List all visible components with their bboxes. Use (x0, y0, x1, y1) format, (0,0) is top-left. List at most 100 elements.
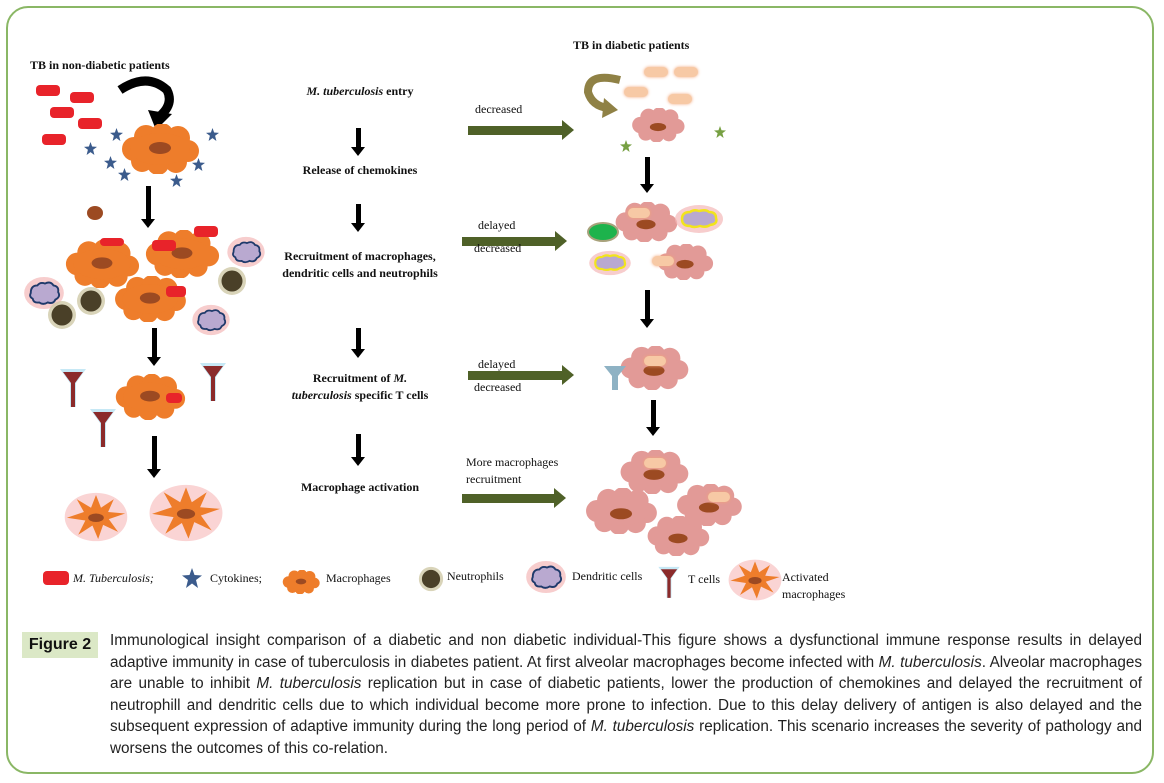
neutrophil-icon (587, 222, 619, 242)
legend-label: Neutrophils (447, 569, 504, 583)
caption-italic-term: M. tuberculosis (878, 653, 982, 671)
step-mtb-entry: M. tuberculosis entry (270, 84, 450, 99)
cytokine-star-icon (192, 158, 205, 171)
dendritic-cell-icon (190, 304, 232, 336)
caption-text: replication but in case of diabetic pati… (110, 675, 1142, 736)
mtb-rod (78, 118, 102, 129)
green-arrow-icon (462, 488, 566, 508)
macrophage-icon (640, 516, 716, 556)
legend-label: T cells (688, 572, 721, 586)
down-arrow-icon (147, 328, 161, 366)
green-arrow-icon (468, 120, 574, 140)
legend-label-line: macrophages (782, 587, 846, 601)
t-cell-legend-icon (654, 566, 684, 602)
arrow-label: recruitment (466, 472, 522, 486)
mtb-rod (152, 240, 176, 251)
step-release-chemokines: Release of chemokines (302, 163, 418, 177)
dendritic-cell-icon (226, 236, 266, 268)
mtb-rod (644, 458, 666, 468)
down-arrow-icon (640, 157, 654, 193)
dendritic-cell-icon (588, 250, 632, 276)
step-line: specific T cells (351, 388, 429, 402)
down-arrow-icon (646, 400, 660, 436)
curved-entry-arrow-icon (117, 76, 174, 130)
caption-text: . Alveolar macrophages are unable to inh… (110, 653, 1142, 693)
cytokine-star-icon (170, 174, 183, 187)
mtb-rod (644, 67, 668, 77)
caption-italic-term: M. tuberculosis (590, 718, 695, 736)
cytokine-star-icon (620, 140, 632, 152)
step-italic: tuberculosis (291, 388, 352, 402)
step-macrophage-activation: Macrophage activation (300, 480, 420, 494)
step-text: entry (383, 84, 414, 98)
down-arrow-icon (351, 434, 365, 466)
green-arrow-icon (462, 231, 567, 251)
cytokine-legend-icon (182, 568, 202, 588)
step-line: Recruitment of macrophages, (284, 249, 436, 263)
legend-label: Cytokines; (210, 571, 263, 585)
mtb-rod (652, 256, 674, 266)
arrow-label: decreased (475, 102, 523, 116)
green-arrow-icon (468, 365, 574, 385)
mtb-rod (70, 92, 94, 103)
step-line: Recruitment of (312, 371, 394, 385)
mtb-rod (166, 286, 186, 297)
activated-macrophage-icon (138, 484, 234, 542)
legend-label: Dendritic cells (572, 569, 643, 583)
right-panel-title: TB in diabetic patients (573, 38, 690, 52)
legend-label: Activated macrophages (782, 569, 845, 603)
cytokine-star-icon (206, 128, 219, 141)
neutrophil-icon (47, 300, 77, 330)
mtb-rod (624, 87, 648, 97)
step-line: dendritic cells and neutrophils (282, 266, 438, 280)
macrophage-icon (112, 276, 188, 322)
figure-label: Figure 2 (22, 632, 98, 658)
cytokine-star-icon (714, 126, 726, 138)
mtb-rod (708, 492, 730, 502)
mtb-legend-icon (43, 571, 69, 585)
figure-caption: Immunological insight comparison of a di… (110, 630, 1142, 760)
activated-macrophage-icon (64, 484, 128, 550)
arrow-label: decreased (474, 380, 522, 394)
down-arrow-icon (141, 186, 155, 228)
macrophage-icon (144, 230, 220, 278)
macrophage-icon (612, 108, 704, 142)
activated-macrophage-legend-icon (728, 558, 782, 602)
down-arrow-icon (351, 328, 365, 358)
neutrophil-icon (76, 286, 106, 316)
mtb-particle (87, 206, 103, 220)
mtb-rod (194, 226, 218, 237)
arrow-label: delayed (478, 357, 516, 371)
down-arrow-icon (640, 290, 654, 328)
figure-frame (6, 6, 1154, 774)
mtb-rod (50, 107, 74, 118)
step-italic: M. tuberculosis (306, 84, 384, 98)
arrow-label: delayed (478, 218, 516, 232)
macrophage-legend-icon (280, 570, 322, 594)
step-recruitment-t-cells: Recruitment of M.tuberculosis specific T… (270, 370, 450, 404)
cytokine-star-icon (110, 128, 123, 141)
caption-text: Immunological insight comparison of a di… (110, 632, 1142, 671)
mtb-rod (100, 238, 124, 246)
curved-entry-arrow-icon (583, 73, 621, 118)
caption-text: replication. This scenario increases the… (110, 718, 1142, 757)
arrow-label: More macrophages (466, 455, 559, 469)
mtb-rod (628, 208, 650, 218)
step-recruitment-cells: Recruitment of macrophages, dendritic cel… (270, 248, 450, 282)
legend-label: M. Tuberculosis; (73, 571, 154, 585)
mtb-rod (42, 134, 66, 145)
down-arrow-icon (351, 204, 365, 232)
neutrophil-legend-icon (418, 566, 444, 592)
cytokine-star-icon (104, 156, 117, 169)
mtb-rod (674, 67, 698, 77)
mtb-rod (668, 94, 692, 104)
mtb-rod (166, 393, 182, 403)
t-cell-icon (58, 368, 88, 412)
dendritic-cell-icon (674, 204, 724, 234)
legend-label: Macrophages (326, 571, 391, 585)
cytokine-star-icon (84, 142, 97, 155)
legend-label-line: Activated (782, 570, 829, 584)
neutrophil-icon (217, 266, 247, 296)
left-panel-title: TB in non-diabetic patients (30, 58, 170, 72)
arrow-label: decreased (474, 241, 522, 255)
